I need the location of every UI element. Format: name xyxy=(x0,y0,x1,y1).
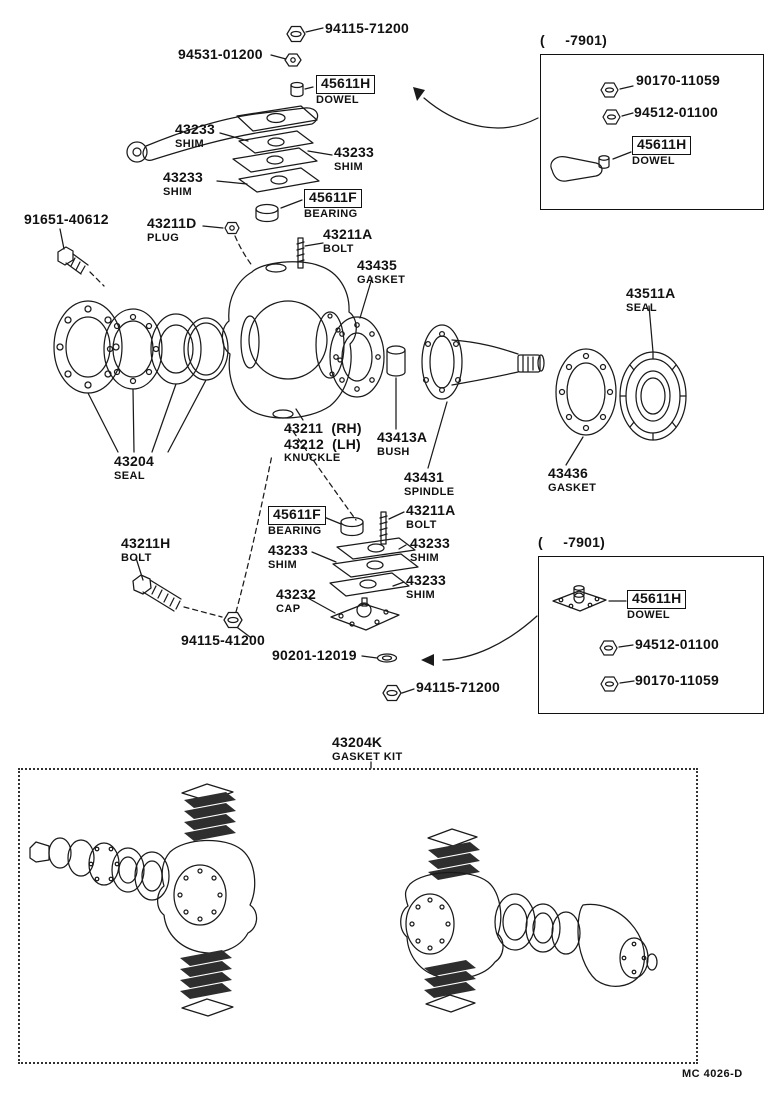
gasket-kit-right-assembly xyxy=(400,828,658,1013)
label-43211a-bolt-bottom: 43211A BOLT xyxy=(406,502,456,531)
inset-bottom-item-94512: 94512-01100 xyxy=(635,636,719,652)
label-43431-spindle: 43431 SPINDLE xyxy=(404,469,455,498)
spindle-gasket-43436 xyxy=(555,348,617,436)
label-43211d-plug: 43211D PLUG xyxy=(147,215,197,244)
label-43233-shim-6: 43233 SHIM xyxy=(406,572,446,601)
knuckle-body xyxy=(221,261,357,419)
spindle-bush xyxy=(386,345,406,377)
lower-bearing-cup xyxy=(340,516,364,537)
label-43211a-bolt-top: 43211A BOLT xyxy=(323,226,373,255)
knuckle-gasket-43435 xyxy=(329,316,385,398)
inset-top-item-90170: 90170-11059 xyxy=(636,72,720,88)
label-43204k-gasket-kit: 43204K GASKET KIT xyxy=(332,734,403,763)
label-43232-cap: 43232 CAP xyxy=(276,586,316,615)
lower-shim-stack xyxy=(329,537,419,597)
gasket-kit-box xyxy=(18,768,698,1064)
arrow-from-bottom-inset xyxy=(421,615,538,666)
inset-bottom-title: ( -7901) xyxy=(538,534,605,550)
inset-bottom-item-45611h: 45611H DOWEL xyxy=(627,590,687,621)
label-90201-12019: 90201-12019 xyxy=(272,647,357,663)
inset-bottom-item-90170: 90170-11059 xyxy=(635,672,719,688)
steering-arm xyxy=(126,105,319,163)
upper-stud-bolt xyxy=(296,237,305,269)
label-45611f-bearing-bottom: 45611F BEARING xyxy=(268,506,326,537)
inset-top-art xyxy=(550,82,634,182)
arrow-from-top-inset xyxy=(413,87,539,129)
knuckle-plug xyxy=(224,221,240,235)
label-43233-shim-1: 43233 SHIM xyxy=(175,121,215,150)
dowel-pin xyxy=(290,81,304,98)
hub-seal-43511a xyxy=(619,351,687,441)
label-91651-40612: 91651-40612 xyxy=(24,211,109,227)
upper-bearing-cup xyxy=(255,203,279,223)
inset-top-item-45611h: 45611H DOWEL xyxy=(632,136,692,167)
kingpin-bolt-91651 xyxy=(57,246,89,275)
label-knuckle: 43211 (RH) 43212 (LH) KNUCKLE xyxy=(284,420,362,465)
leader-lines xyxy=(59,27,654,769)
label-94115-71200-top: 94115-71200 xyxy=(325,20,409,36)
inset-bottom-art xyxy=(552,585,635,692)
gasket-kit-left-assembly xyxy=(29,783,258,1017)
label-43233-shim-2: 43233 SHIM xyxy=(334,144,374,173)
label-43233-shim-4: 43233 SHIM xyxy=(410,535,450,564)
drawing-code: MC 4026-D xyxy=(682,1068,743,1080)
label-43413a-bush: 43413A BUSH xyxy=(377,429,428,458)
inset-top-title: ( -7901) xyxy=(540,32,607,48)
label-94115-41200: 94115-41200 xyxy=(181,632,265,648)
label-43204-seal: 43204 SEAL xyxy=(114,453,154,482)
spindle xyxy=(421,324,545,400)
lock-washer xyxy=(284,53,302,67)
label-43233-shim-3: 43233 SHIM xyxy=(163,169,203,198)
hex-bolt-43211h xyxy=(132,574,182,612)
seal-ring-stack xyxy=(53,300,229,394)
inset-box-bottom xyxy=(538,556,764,714)
label-43511a-seal: 43511A SEAL xyxy=(626,285,676,314)
label-45611h-dowel-top: 45611H DOWEL xyxy=(316,75,376,106)
label-94115-71200-bottom: 94115-71200 xyxy=(416,679,500,695)
label-43211h-bolt: 43211H BOLT xyxy=(121,535,171,564)
hex-nut-94115-41200 xyxy=(223,611,243,629)
hex-nut-94115-71200-bottom xyxy=(382,684,402,702)
inset-box-top xyxy=(540,54,764,210)
axis-dashed-lines xyxy=(89,235,357,618)
label-45611f-bearing-top: 45611F BEARING xyxy=(304,189,362,220)
top-hex-nut xyxy=(286,25,306,43)
plate-washer-90201 xyxy=(376,653,398,663)
label-43435-gasket: 43435 GASKET xyxy=(357,257,406,286)
label-94531-01200: 94531-01200 xyxy=(178,46,263,62)
upper-shim-stack xyxy=(232,130,320,193)
label-43436-gasket: 43436 GASKET xyxy=(548,465,597,494)
lower-stud-bolt xyxy=(379,511,388,545)
inset-top-item-94512: 94512-01100 xyxy=(634,104,718,120)
label-43233-shim-5: 43233 SHIM xyxy=(268,542,308,571)
bearing-cap xyxy=(330,597,400,631)
